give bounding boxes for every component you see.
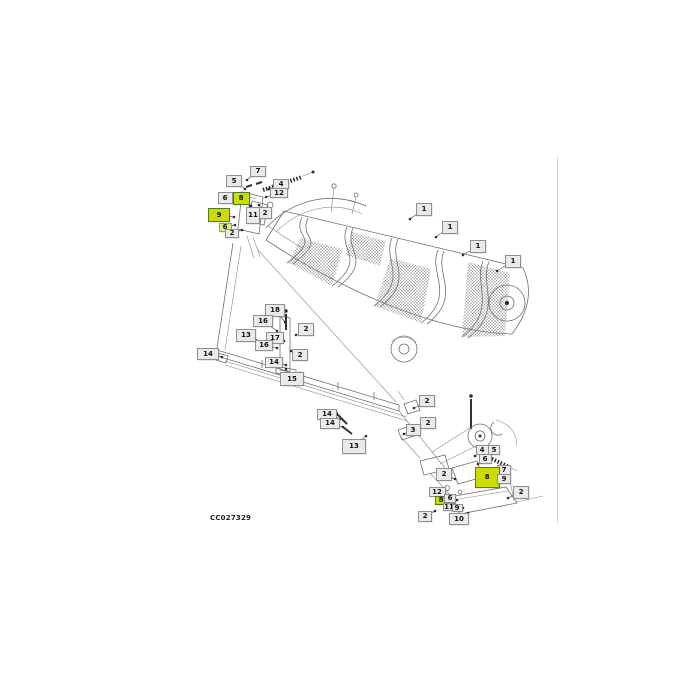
part-callout-12[interactable]: 12 [270, 188, 288, 198]
part-callout-2[interactable]: 2 [258, 207, 272, 219]
part-callout-1[interactable]: 1 [505, 254, 521, 268]
part-callout-7[interactable]: 7 [250, 165, 266, 177]
part-callout-16[interactable]: 16 [255, 339, 273, 351]
part-callout-14[interactable]: 14 [197, 348, 219, 360]
part-callout-2[interactable]: 2 [418, 510, 432, 522]
part-callout-6[interactable]: 6 [217, 192, 233, 204]
part-callout-8[interactable]: 8 [232, 191, 250, 205]
figure-caption: CC027329 [210, 514, 252, 522]
part-callout-18[interactable]: 18 [265, 303, 285, 317]
part-callout-2[interactable]: 2 [436, 467, 452, 481]
part-callout-2[interactable]: 2 [420, 417, 436, 429]
part-callout-8[interactable]: 8 [474, 466, 500, 488]
part-callout-16[interactable]: 16 [253, 315, 273, 327]
part-callout-6[interactable]: 6 [478, 454, 492, 464]
part-callout-2[interactable]: 2 [225, 228, 239, 238]
part-callout-10[interactable]: 10 [449, 513, 469, 525]
part-callout-5[interactable]: 5 [226, 175, 242, 187]
part-callout-9[interactable]: 9 [208, 208, 230, 222]
belt-artwork [265, 210, 529, 363]
part-callout-13[interactable]: 13 [342, 438, 366, 454]
part-callout-1[interactable]: 1 [442, 220, 458, 234]
part-callout-1[interactable]: 1 [470, 239, 486, 253]
part-callout-14[interactable]: 14 [265, 356, 283, 368]
part-callout-9[interactable]: 9 [497, 474, 511, 484]
part-callout-2[interactable]: 2 [419, 395, 435, 407]
part-callout-13[interactable]: 13 [236, 328, 256, 342]
part-callout-15[interactable]: 15 [280, 372, 304, 386]
part-callout-2[interactable]: 2 [298, 322, 314, 336]
part-callout-3[interactable]: 3 [405, 424, 421, 436]
part-callout-6[interactable]: 6 [444, 493, 456, 503]
part-callout-5[interactable]: 5 [488, 445, 500, 455]
part-callout-2[interactable]: 2 [292, 349, 308, 361]
part-callout-1[interactable]: 1 [416, 202, 432, 216]
part-callout-9[interactable]: 9 [451, 504, 463, 512]
machine-body-art [265, 183, 367, 249]
part-callout-2[interactable]: 2 [513, 485, 529, 499]
part-callout-14[interactable]: 14 [320, 417, 340, 429]
